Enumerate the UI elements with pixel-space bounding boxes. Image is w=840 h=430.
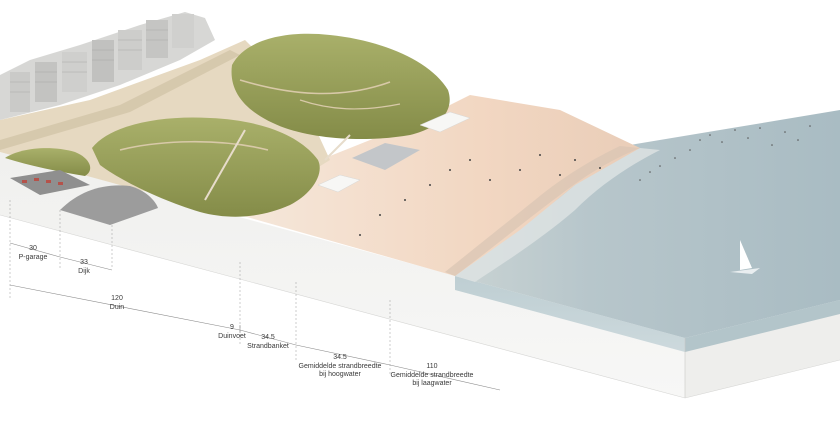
dim-value-duinvoet: 9 [230,324,234,331]
ground-section-face [0,152,685,398]
rear-dune [231,33,450,140]
dim-label-duinvoet: Duinvoet [218,333,246,340]
dim-value-duin: 120 [111,295,123,302]
dim-label-duin: Duin [110,304,125,311]
dim-label-strandbanket: Strandbanket [247,343,289,350]
dune-walkway [204,129,351,201]
dim-value-p-garage: 30 [29,245,37,252]
front-dune [92,117,320,217]
dimension-lines [9,242,501,391]
dim-label2-laagwater: bij laagwater [412,380,452,387]
dimension-labels: 30 P-garage 33 Dijk 120 Duin 9 Duinvoet … [19,245,474,387]
boulevard-road [0,50,240,150]
beachgoers [359,154,601,236]
parked-cars [22,178,63,185]
sea-surface [455,110,840,338]
building-windows [10,29,168,93]
beach-pavilion-2 [419,111,471,133]
dim-label2-hoogwater: bij hoogwater [319,371,361,378]
right-water-face [685,300,840,352]
beach-surface [240,95,640,276]
dim-label-dijk: Dijk [78,268,90,275]
sailboat-icon [730,240,760,274]
beach-plaza [352,143,420,170]
birds [639,125,811,181]
dike-cutaway [60,185,158,225]
dim-label-hoogwater: Gemiddelde strandbreedte [299,363,382,370]
dim-value-hoogwater: 34.5 [333,354,347,361]
wet-sand [445,146,640,276]
dim-value-dijk: 33 [80,259,88,266]
beach-pavilion-1 [317,174,361,193]
dim-label-laagwater: Gemiddelde strandbreedte [391,372,474,379]
dim-value-strandbanket: 34.5 [261,334,275,341]
surf-zone [455,148,660,282]
small-dune [5,148,91,176]
right-side-face [685,300,840,398]
dim-value-laagwater: 110 [426,363,437,370]
dim-label-p-garage: P-garage [19,254,48,261]
water-section-face [455,276,685,352]
